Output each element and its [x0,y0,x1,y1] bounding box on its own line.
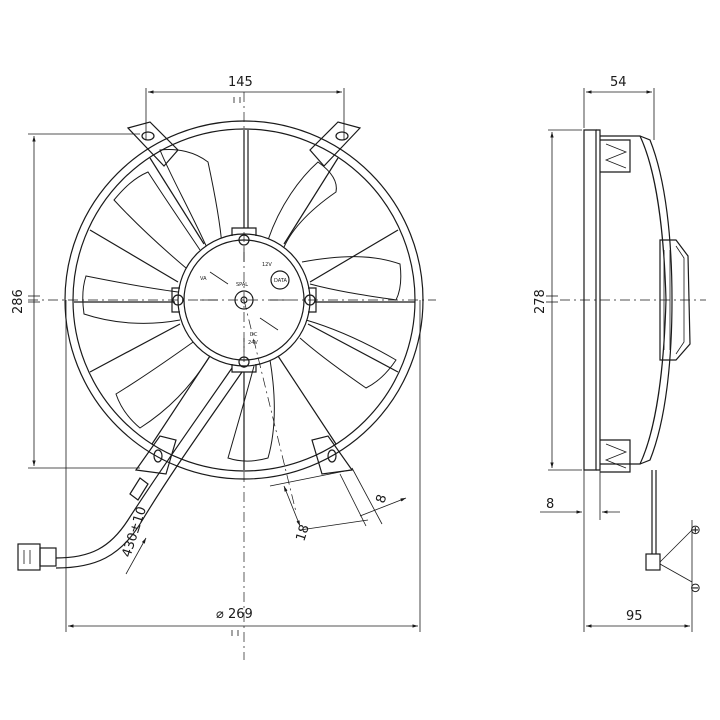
dim-side-depth: 54 [610,75,627,90]
hub-label-spal: SPAL [236,282,248,288]
dim-side-offset: 8 [546,497,554,512]
fan-blades [82,149,402,462]
dim-left-height: 286 [11,289,26,314]
bottom-right-mount [311,435,354,475]
polarity-negative-icon: ⊖ [690,581,701,596]
dim-side-height: 278 [533,289,548,314]
front-view: SPAL DATA VA 12V DC 24V [17,92,436,660]
polarity-positive-icon: ⊕ [690,523,701,538]
dim-diameter: ⌀ 269 [216,607,253,622]
cable-connector [17,543,57,571]
hub-label-data: DATA [274,278,287,284]
power-cable [55,367,243,569]
dim-side-total-depth: 95 [626,609,643,624]
hub-label-24v: 24V [248,340,258,346]
dim-slot-width: 8 [374,493,391,506]
top-left-mount [126,121,179,167]
hub-label-12v: 12V [262,262,272,268]
hub-label-dc: DC [250,332,258,338]
side-dimensions: 54 278 8 95 [533,75,693,632]
top-right-mount [309,121,362,167]
hub-label-va: VA [200,276,207,282]
dim-cable-length: 430±10 [120,505,150,559]
dim-top-width: 145 [228,75,253,90]
dim-slot-length: 18 [294,523,313,543]
side-view: ⊕ ⊖ [560,129,706,596]
bottom-left-mount [134,435,177,475]
